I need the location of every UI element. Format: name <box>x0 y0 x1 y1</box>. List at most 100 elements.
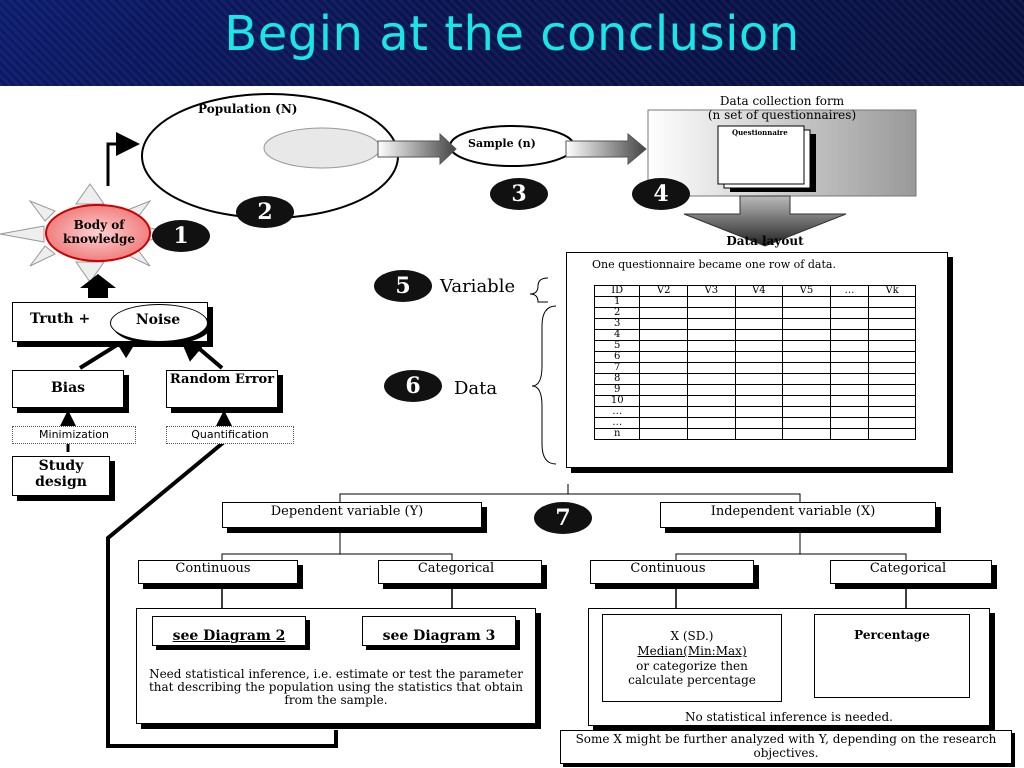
table-cell <box>639 373 688 385</box>
study-design-box <box>12 456 110 496</box>
questionnaire-stack <box>717 125 805 185</box>
table-row: … <box>593 417 916 429</box>
data-layout-label: Data layout <box>726 234 804 248</box>
table-cell <box>782 351 831 363</box>
truth-label: Truth + <box>30 311 91 327</box>
table-cell <box>868 318 916 330</box>
table-cell <box>639 318 688 330</box>
table-cell <box>782 307 831 319</box>
table-header-cell: … <box>829 285 870 297</box>
table-cell <box>782 362 831 374</box>
table-cell <box>868 384 916 396</box>
bias-box <box>12 370 124 408</box>
table-cell <box>734 329 784 341</box>
title-bar <box>0 0 1024 86</box>
see-diagram-3-link[interactable]: see Diagram 3 <box>382 628 496 644</box>
table-row: 9 <box>593 384 916 396</box>
ind-continuous-box <box>590 560 754 584</box>
table-id-cell: 8 <box>593 373 641 385</box>
table-cell <box>782 406 831 418</box>
table-id-cell: 10 <box>593 395 641 407</box>
table-row: 4 <box>593 329 916 341</box>
table-cell <box>829 362 870 374</box>
table-cell <box>734 395 784 407</box>
table-cell <box>782 296 831 308</box>
continuous-stats-box <box>602 614 782 702</box>
table-cell <box>686 362 736 374</box>
table-cell <box>782 329 831 341</box>
table-cell <box>782 417 831 429</box>
table-id-cell: 5 <box>593 340 641 352</box>
table-id-cell: … <box>593 417 641 429</box>
table-cell <box>734 340 784 352</box>
table-row: … <box>593 406 916 418</box>
table-cell <box>868 395 916 407</box>
table-cell <box>782 428 831 440</box>
table-header-cell: V5 <box>782 285 831 297</box>
population-label: Population (N) <box>198 102 298 116</box>
data-collection-subtitle: (n set of questionnaires) <box>707 108 857 122</box>
table-cell <box>686 340 736 352</box>
data-collection-title: Data collection form <box>719 94 845 108</box>
dependent-variable-label: Dependent variable (Y) <box>270 504 424 519</box>
x-sd-label: X (SD.) <box>670 629 714 643</box>
step-7-badge: 7 <box>534 502 592 534</box>
table-cell <box>686 428 736 440</box>
questionnaire-sheet-label: Questionnaire <box>732 128 788 137</box>
table-cell <box>782 318 831 330</box>
step-5-badge: 5 <box>374 270 432 302</box>
table-cell <box>639 329 688 341</box>
footnote-box <box>560 730 1012 764</box>
table-row: 2 <box>593 307 916 319</box>
step-3-badge: 3 <box>490 178 548 210</box>
no-inference-label: No statistical inference is needed. <box>684 710 893 724</box>
table-cell <box>829 395 870 407</box>
see-diagram-2-box[interactable] <box>152 616 306 646</box>
table-cell <box>686 329 736 341</box>
table-cell <box>868 417 916 429</box>
table-cell <box>686 384 736 396</box>
independent-variable-label: Independent variable (X) <box>710 504 876 519</box>
noise-ellipse <box>110 304 208 342</box>
median-label: Median(Min:Max) <box>637 644 747 658</box>
inference-text: Need statistical inference, i.e. estimat… <box>148 667 524 707</box>
table-row: 10 <box>593 395 916 407</box>
table-cell <box>829 428 870 440</box>
dep-continuous-label: Continuous <box>175 561 251 576</box>
table-cell <box>734 373 784 385</box>
dep-categorical-label: Categorical <box>417 561 495 576</box>
table-id-cell: 7 <box>593 362 641 374</box>
table-header-cell: V4 <box>734 285 784 297</box>
table-cell <box>686 318 736 330</box>
table-row: 5 <box>593 340 916 352</box>
table-cell <box>868 307 916 319</box>
table-cell <box>829 318 870 330</box>
table-cell <box>639 340 688 352</box>
table-id-cell: … <box>593 406 641 418</box>
body-of-knowledge-label: Body of knowledge <box>63 218 135 246</box>
table-header-cell: V2 <box>639 285 688 297</box>
table-header-cell: Vk <box>868 285 916 297</box>
table-cell <box>734 296 784 308</box>
see-diagram-2-link[interactable]: see Diagram 2 <box>172 628 286 644</box>
table-cell <box>686 296 736 308</box>
table-cell <box>639 351 688 363</box>
table-cell <box>734 307 784 319</box>
table-cell <box>639 417 688 429</box>
variable-label: Variable <box>440 276 516 297</box>
body-of-knowledge-shape <box>45 204 151 262</box>
independent-variable-box <box>660 502 936 528</box>
random-error-label: Random Error <box>169 372 275 387</box>
table-id-cell: 2 <box>593 307 641 319</box>
calculate-percentage-label: calculate percentage <box>628 673 756 687</box>
table-cell <box>686 395 736 407</box>
dep-continuous-box <box>138 560 298 584</box>
table-id-cell: 1 <box>593 296 641 308</box>
table-cell <box>734 384 784 396</box>
table-cell <box>686 373 736 385</box>
table-cell <box>868 406 916 418</box>
quantification-label: Quantification <box>166 426 294 444</box>
see-diagram-3-box[interactable] <box>362 616 516 646</box>
